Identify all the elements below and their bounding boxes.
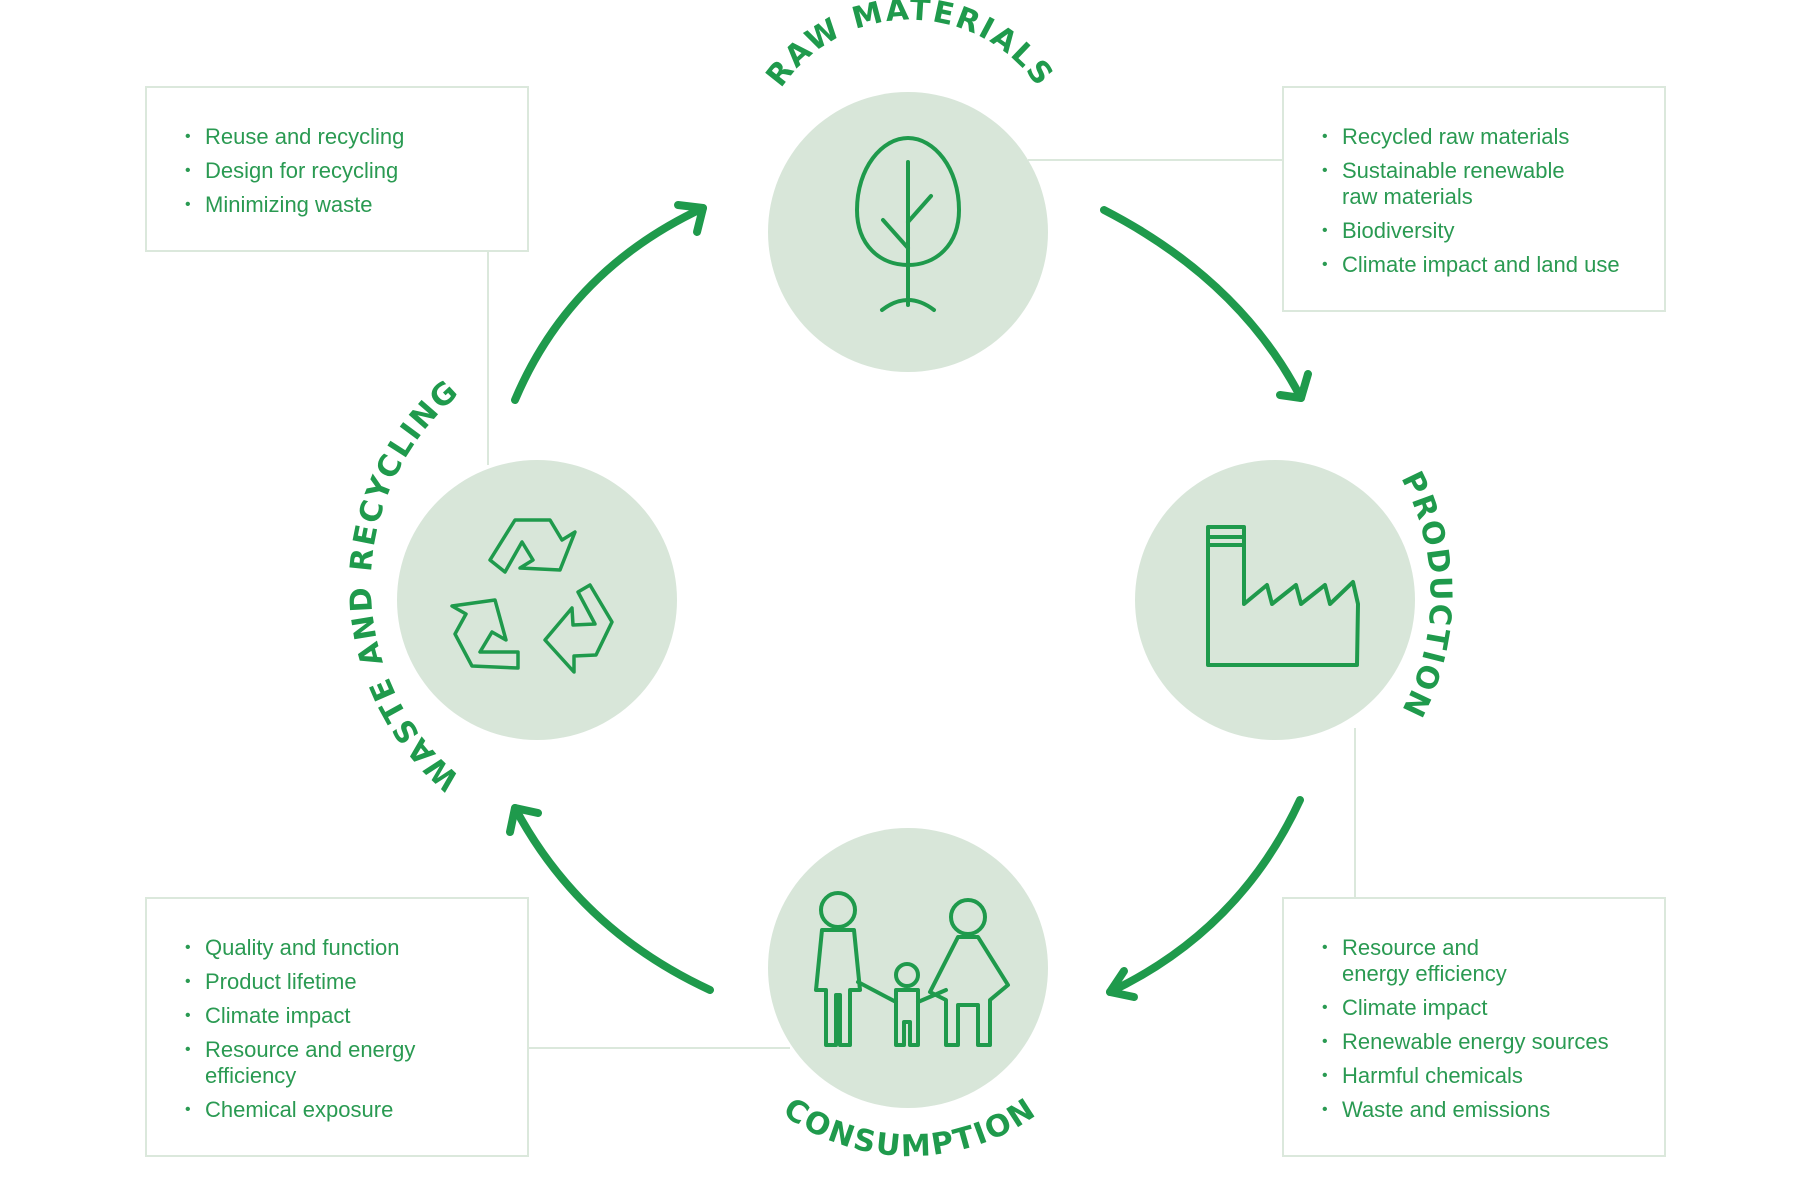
list-item: Resource and energy efficiency [1322,935,1644,987]
list-item: Recycled raw materials [1322,124,1644,150]
list-item: Minimizing waste [185,192,507,218]
tree-icon [855,136,961,312]
arrow-raw-to-production [1100,206,1305,402]
bullet-list: Resource and energy efficiency Climate i… [1322,935,1644,1123]
list-item: Climate impact [1322,995,1644,1021]
list-item: Product lifetime [185,969,507,995]
cycle-arrows [506,201,1312,1001]
list-item: Harmful chemicals [1322,1063,1644,1089]
arrow-consumption-to-recycling [511,804,714,994]
list-item: Quality and function [185,935,507,961]
consumption-box: Quality and function Product lifetime Cl… [145,897,529,1157]
factory-icon [1206,525,1360,667]
list-item: Sustainable renewable raw materials [1322,158,1644,210]
list-item: Reuse and recycling [185,124,507,150]
recycling-to-raw-box: Reuse and recycling Design for recycling… [145,86,529,252]
family-icon [814,891,1010,1047]
recycle-icon [450,518,614,674]
production-to-consumption-box: Resource and energy efficiency Climate i… [1282,897,1666,1157]
list-item: Biodiversity [1322,218,1644,244]
raw-to-production-box: Recycled raw materials Sustainable renew… [1282,86,1666,312]
list-item: Climate impact [185,1003,507,1029]
arrow-production-to-consumption [1106,796,1304,996]
list-item: Climate impact and land use [1322,252,1644,278]
waste-recycling-circle [397,460,677,740]
bullet-list: Reuse and recycling Design for recycling… [185,124,507,218]
bullet-list: Quality and function Product lifetime Cl… [185,935,507,1123]
list-item: Renewable energy sources [1322,1029,1644,1055]
arrowhead [1106,967,1138,1001]
arrowhead [1276,370,1312,402]
raw-materials-label: RAW MATERIALS [759,0,1060,94]
list-item: Design for recycling [185,158,507,184]
connector-lines [487,159,1356,1049]
list-item: Waste and emissions [1322,1097,1644,1123]
arrowhead [506,804,542,836]
arrow-recycling-to-raw [511,204,707,404]
consumption-circle [768,828,1048,1108]
list-item: Resource and energy efficiency [185,1037,507,1089]
arrowhead [674,201,707,236]
bullet-list: Recycled raw materials Sustainable renew… [1322,124,1644,278]
list-item: Chemical exposure [185,1097,507,1123]
